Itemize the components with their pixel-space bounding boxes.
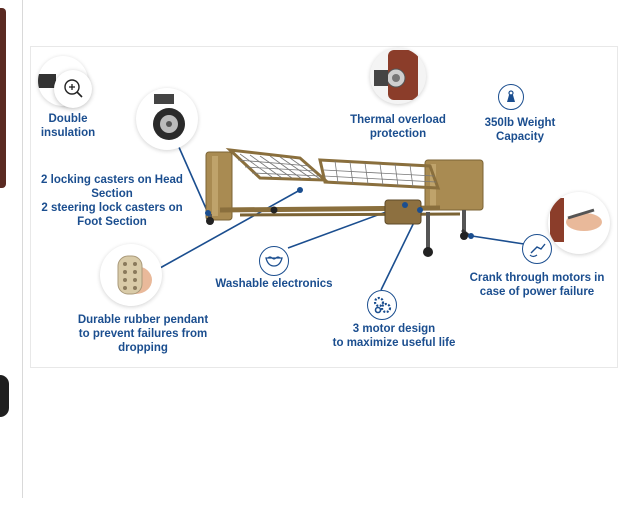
- pendant-connector-dot: [297, 187, 303, 193]
- casters-label: 2 locking casters on Head Section 2 stee…: [41, 174, 183, 228]
- weight-icon-circle: [498, 84, 524, 110]
- pendant-connector-line: [159, 189, 301, 269]
- motor-design-label: 3 motor design to maximize useful life: [332, 323, 456, 349]
- washbasin-icon: [265, 256, 283, 267]
- double-insulation-label: Double insulation: [40, 113, 96, 139]
- gears-icon: [373, 296, 392, 314]
- hand-crank-image: [550, 198, 602, 242]
- crank-icon-circle: [522, 234, 552, 264]
- weight-icon: [507, 90, 515, 102]
- motor-connector-dot: [417, 207, 423, 213]
- pendant-image-circle: [100, 244, 162, 306]
- pendant-label: Durable rubber pendant to prevent failur…: [77, 314, 209, 354]
- crank-image-circle: [548, 192, 610, 254]
- crank-label: Crank through motors in case of power fa…: [469, 272, 605, 298]
- caster-connector-dot: [205, 210, 211, 216]
- insulation-image: [38, 74, 56, 88]
- previous-image-strip[interactable]: [0, 0, 23, 498]
- weight-capacity-label: 350lb Weight Capacity: [484, 117, 556, 143]
- hand-crank-icon: [529, 243, 546, 258]
- pendant-remote-image: [117, 255, 152, 295]
- caster-image-circle: [136, 88, 198, 150]
- washable-icon-circle: [259, 246, 289, 276]
- motor-housing-image: [374, 50, 418, 100]
- zoom-in-icon: [64, 79, 83, 98]
- thermal-overload-label: Thermal overload protection: [350, 114, 446, 140]
- caster-connector-line: [177, 144, 209, 214]
- crank-connector-line: [471, 235, 525, 245]
- washable-electronics-label: Washable electronics: [215, 278, 333, 290]
- caster-wheel-image: [153, 94, 185, 140]
- thermal-image-circle: [370, 48, 426, 104]
- hospital-bed-image: [205, 147, 484, 257]
- crank-connector-dot: [468, 233, 474, 239]
- motor-icon-circle: [367, 290, 397, 320]
- zoom-button[interactable]: [54, 70, 92, 108]
- previous-image-edge: [0, 8, 6, 188]
- previous-image-caster-edge: [0, 375, 9, 417]
- washable-connector-dot: [402, 202, 408, 208]
